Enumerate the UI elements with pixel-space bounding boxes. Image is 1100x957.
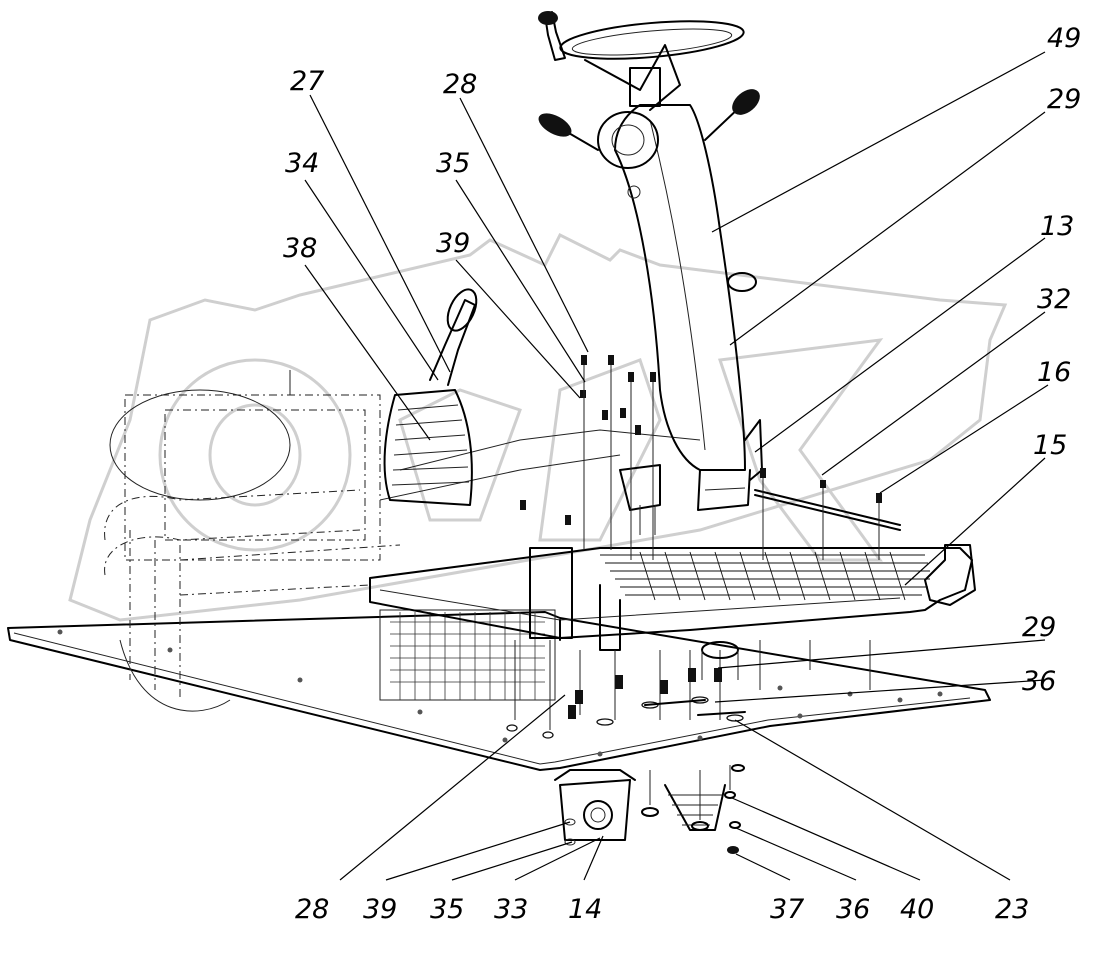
callout-29-top: 29 [1047, 84, 1081, 115]
callout-36-bottom: 36 [836, 894, 870, 925]
callout-28-top: 28 [443, 69, 477, 100]
callout-40: 40 [900, 894, 934, 925]
steering-column [538, 11, 763, 511]
callout-23: 23 [995, 894, 1029, 925]
cabin-floor-frame [369, 464, 976, 651]
callout-35-top: 35 [436, 148, 470, 179]
callout-13: 13 [1040, 211, 1074, 242]
callout-32: 32 [1037, 284, 1071, 315]
under-plate-parts [554, 764, 745, 854]
callout-14: 14 [568, 894, 602, 925]
callout-39-bottom: 39 [363, 894, 397, 925]
callout-38: 38 [283, 233, 317, 264]
callout-49: 49 [1047, 23, 1081, 54]
callout-33: 33 [494, 894, 528, 925]
watermark [68, 232, 1008, 622]
callout-27: 27 [290, 66, 324, 97]
gear-lever [289, 288, 478, 506]
callout-labels: 49 29 13 32 16 15 29 36 27 28 34 35 38 3… [283, 23, 1081, 925]
callout-16: 16 [1037, 357, 1071, 388]
leader-lines [304, 51, 1049, 881]
background-frame [104, 389, 701, 712]
callout-28-bottom: 28 [295, 894, 329, 925]
fasteners-bottom [506, 640, 871, 739]
callout-39-top: 39 [436, 228, 470, 259]
floor-plate [7, 611, 991, 771]
callout-37: 37 [770, 894, 804, 925]
callout-34: 34 [285, 148, 319, 179]
callout-29-right: 29 [1022, 612, 1056, 643]
callout-35-bottom: 35 [430, 894, 464, 925]
fasteners-top [520, 355, 882, 560]
callout-15: 15 [1033, 430, 1067, 461]
callout-36-right: 36 [1022, 666, 1056, 697]
